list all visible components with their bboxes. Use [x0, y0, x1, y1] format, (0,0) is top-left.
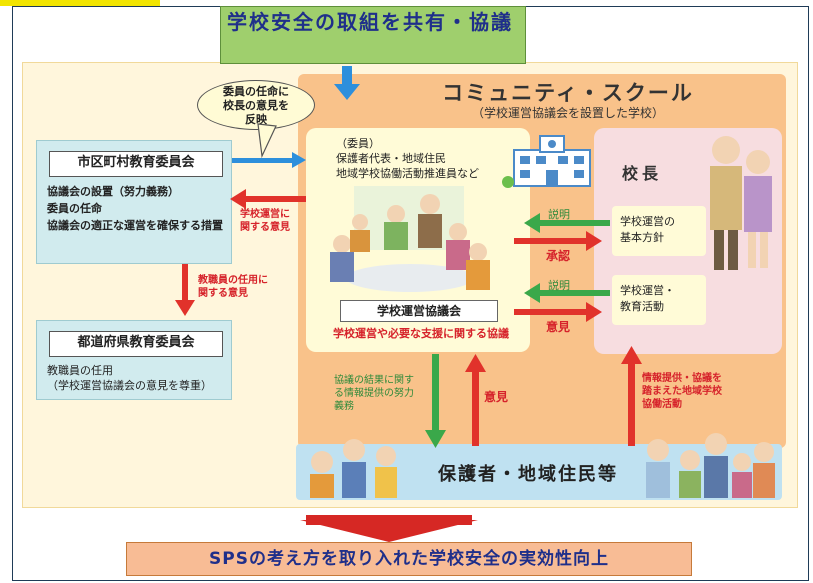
council-members-line2: 地域学校協働活動推進員など [336, 167, 479, 180]
label-school-mgmt-opinion-line2: 関する意見 [240, 222, 290, 233]
municipal-item-measures: 協議会の適正な運営を確保する措置 [47, 219, 223, 232]
result-info-arrow [425, 354, 446, 448]
guardians-opinion-arrow [465, 354, 486, 446]
info-provision-arrow [621, 346, 642, 446]
council-role: 学校運営や必要な支援に関する協議 [333, 327, 509, 340]
speech-bubble: 委員の任命に 校長の意見を 反映 [197, 80, 315, 130]
guardians-left-illustration [310, 439, 397, 498]
principal-box-policy: 学校運営の 基本方針 [612, 206, 706, 256]
label-staff-opinion: 教職員の任用に 関する意見 [198, 274, 288, 300]
label-staff-opinion-line1: 教職員の任用に [198, 275, 268, 286]
municipal-board-title: 市区町村教育委員会 [49, 151, 223, 177]
header-title: 学校安全の取組を共有・協議 [220, 6, 526, 64]
appoint-arrow [232, 152, 306, 168]
label-result-info-line1: 協議の結果に関す [334, 375, 414, 386]
label-explain-1: 説明 [548, 208, 570, 221]
bubble-tail [257, 123, 277, 159]
footer-down-arrow [300, 515, 478, 542]
community-school-subtitle: （学校運営協議会を設置した学校） [471, 106, 664, 120]
staff-opinion-arrow [175, 264, 195, 316]
explain-arrow-1 [524, 213, 610, 233]
label-result-info-line2: る情報提供の努力 [334, 388, 414, 399]
explain-arrow-2 [524, 283, 610, 303]
label-info-provision-line2: 踏まえた地域学校 [642, 386, 722, 397]
footer-banner: SPSの考え方を取り入れた学校安全の実効性向上 [126, 542, 692, 576]
council-members-line1: 保護者代表・地域住民 [336, 152, 446, 165]
top-accent-bar [0, 0, 160, 6]
label-school-mgmt-opinion-line1: 学校運営に [240, 209, 290, 220]
label-principal-opinion: 意見 [546, 320, 571, 334]
label-approve: 承認 [546, 249, 571, 263]
prefectural-board-box: 都道府県教育委員会 教職員の任用 （学校運営協議会の意見を尊重） [36, 320, 232, 400]
label-result-info: 協議の結果に関す る情報提供の努力 義務 [334, 374, 430, 413]
label-result-info-line3: 義務 [334, 401, 354, 412]
community-school-title: コミュニティ・スクール [442, 81, 694, 105]
header-down-arrow [334, 66, 360, 100]
label-info-provision-line3: 協働活動 [642, 399, 682, 410]
principal-illustration [710, 136, 772, 270]
council-meeting-illustration [330, 186, 490, 292]
school-building-icon [502, 135, 591, 188]
prefectural-line1: 教職員の任用 [47, 364, 113, 377]
opinion-to-municipal-arrow [230, 189, 306, 209]
label-info-provision-line1: 情報提供・協議を [642, 373, 722, 384]
prefectural-board-title: 都道府県教育委員会 [49, 331, 223, 357]
council-members: （委員） 保護者代表・地域住民 地域学校協働活動推進員など [336, 136, 530, 181]
label-guardians-opinion: 意見 [484, 390, 509, 404]
municipal-item-establish: 協議会の設置（努力義務） [47, 185, 179, 198]
council-members-heading: （委員） [336, 137, 380, 150]
guardians-right-illustration [646, 433, 775, 498]
principal-box-activities: 学校運営・ 教育活動 [612, 275, 706, 325]
principal-label: 校長 [622, 164, 663, 183]
label-info-provision: 情報提供・協議を 踏まえた地域学校 協働活動 [642, 372, 752, 411]
municipal-board-box: 市区町村教育委員会 協議会の設置（努力義務） 委員の任命 協議会の適正な運営を確… [36, 140, 232, 264]
label-school-mgmt-opinion: 学校運営に 関する意見 [240, 208, 302, 234]
prefectural-line2: （学校運営協議会の意見を尊重） [47, 379, 212, 392]
guardians-label: 保護者・地域住民等 [438, 464, 618, 485]
council-name: 学校運営協議会 [340, 300, 498, 322]
label-explain-2: 説明 [548, 279, 570, 292]
municipal-item-appoint: 委員の任命 [47, 202, 102, 215]
approve-arrow [514, 231, 602, 251]
opinion-to-principal-arrow [514, 302, 602, 322]
label-staff-opinion-line2: 関する意見 [198, 288, 248, 299]
